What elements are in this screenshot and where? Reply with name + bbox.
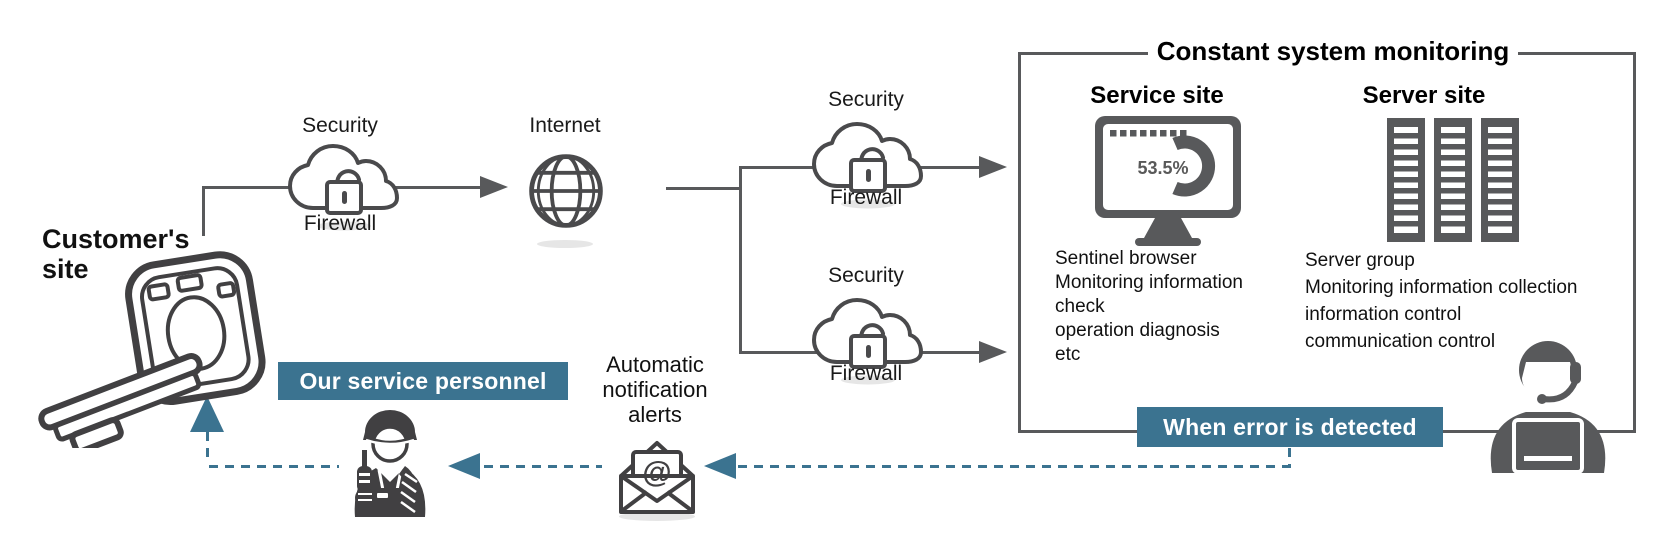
firewall-label-1: Firewall [303, 212, 377, 235]
technician-icon [354, 410, 426, 517]
security-firewall-cloud-icon-2 [812, 122, 923, 209]
arrow-up-to-customer-icon [190, 396, 224, 432]
at-symbol-glyph: @ [642, 456, 671, 489]
server-site-heading: Server site [1362, 82, 1486, 109]
firewall-label-2: Firewall [829, 186, 903, 209]
alerts-label-line: alerts [628, 402, 682, 427]
service-site-heading: Service site [1090, 82, 1224, 109]
connector-customer-vertical [202, 186, 205, 236]
globe-shadow [537, 240, 593, 248]
arrow-right-lower-into-box-icon [979, 341, 1007, 363]
dashed-line-up-to-customer [206, 432, 209, 462]
server-site-line: information control [1305, 304, 1462, 325]
service-personnel-badge: Our service personnel [278, 362, 568, 400]
arrow-right-upper-into-box-icon [979, 156, 1007, 178]
arrow-left-to-envelope-icon [704, 453, 736, 479]
dashed-line-box-to-envelope [738, 465, 1290, 468]
security-label-1: Security [302, 114, 378, 137]
security-firewall-cloud-icon-1 [288, 144, 399, 231]
connector-internet-to-fork [666, 187, 742, 190]
customer-site-label: Customer's site [42, 224, 190, 284]
service-site-line: Sentinel browser [1055, 248, 1197, 269]
arrow-right-to-internet-icon [480, 176, 508, 198]
open-envelope-at-icon: @ [619, 441, 695, 514]
security-firewall-cloud-icon-3 [812, 298, 923, 385]
service-site-line: etc [1055, 344, 1081, 365]
service-site-line: operation diagnosis [1055, 320, 1220, 341]
connector-fork-vertical [739, 166, 742, 354]
internet-globe-icon [529, 154, 603, 228]
support-operator-headset-icon [1490, 341, 1606, 474]
arrow-left-to-personnel-icon [448, 453, 480, 479]
gauge-value-label: 53.5% [1137, 158, 1189, 178]
firewall-label-3: Firewall [829, 362, 903, 385]
alerts-label-line: notification [602, 377, 708, 402]
dashed-line-envelope-to-personnel [484, 465, 602, 468]
server-racks-icon [1387, 118, 1519, 242]
ct-scanner-icon [38, 251, 266, 448]
security-label-2: Security [828, 88, 904, 111]
server-site-line: Monitoring information collection [1305, 277, 1578, 298]
dashed-line-personnel-to-customer [209, 465, 339, 468]
error-detected-badge: When error is detected [1137, 407, 1443, 447]
service-site-line: check [1055, 296, 1105, 317]
security-label-3: Security [828, 264, 904, 287]
service-site-line: Monitoring information [1055, 272, 1243, 293]
envelope-shadow [619, 512, 695, 521]
server-site-line: Server group [1305, 250, 1415, 271]
monitoring-box-title: Constant system monitoring [1148, 36, 1518, 68]
alerts-label-line: Automatic [606, 352, 704, 377]
internet-label: Internet [529, 114, 601, 137]
service-site-monitor-icon [1095, 116, 1241, 246]
server-site-line: communication control [1305, 331, 1496, 352]
dashed-line-from-error-badge [1288, 448, 1291, 468]
